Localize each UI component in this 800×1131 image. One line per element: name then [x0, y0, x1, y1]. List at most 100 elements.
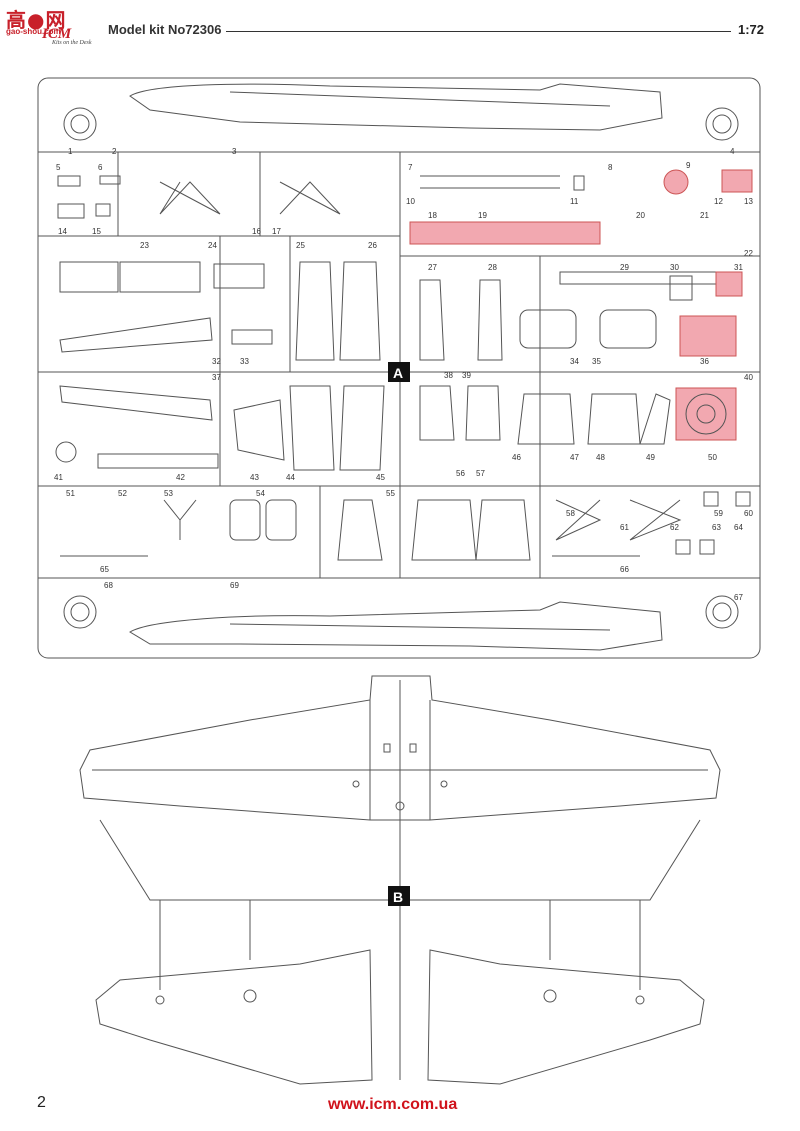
canopy-frame [411, 499, 477, 561]
page-number: 2 [37, 1094, 46, 1111]
part-number-34: 34 [570, 357, 579, 366]
part-number-35: 35 [592, 357, 601, 366]
part-number-15: 15 [92, 227, 101, 236]
part-number-68: 68 [104, 581, 113, 590]
tail-fin [295, 261, 335, 361]
part-number-54: 54 [256, 489, 265, 498]
part-number-66: 66 [620, 565, 629, 574]
flap-part [59, 261, 119, 293]
part-number-60: 60 [744, 509, 753, 518]
canopy-frame [639, 393, 671, 445]
part-number-19: 19 [478, 211, 487, 220]
part-number-30: 30 [670, 263, 679, 272]
part-number-10: 10 [406, 197, 415, 206]
highlight-part-50 [675, 387, 737, 441]
part-number-65: 65 [100, 565, 109, 574]
part-number-25: 25 [296, 241, 305, 250]
part-number-23: 23 [140, 241, 149, 250]
part-number-9: 9 [686, 161, 691, 170]
part-number-55: 55 [386, 489, 395, 498]
lower-wing [95, 949, 373, 1085]
highlight-part-13 [721, 169, 753, 193]
part-number-69: 69 [230, 581, 239, 590]
part-number-47: 47 [570, 453, 579, 462]
wheel-disc [63, 595, 97, 629]
part-number-53: 53 [164, 489, 173, 498]
part-number-13: 13 [744, 197, 753, 206]
part-number-2: 2 [112, 147, 117, 156]
page-header: 高●网 gao-shou.com ICM Kits on the Desk Mo… [0, 0, 800, 50]
part-number-46: 46 [512, 453, 521, 462]
wheel-disc [63, 107, 97, 141]
part-number-64: 64 [734, 523, 743, 532]
part-number-8: 8 [608, 163, 613, 172]
part-number-41: 41 [54, 473, 63, 482]
logo-site-text: gao-shou.com [6, 27, 61, 36]
scale-label: 1:72 [738, 22, 765, 37]
part-number-21: 21 [700, 211, 709, 220]
part-number-63: 63 [712, 523, 721, 532]
part-number-67: 67 [734, 593, 743, 602]
part-number-5: 5 [56, 163, 61, 172]
part-number-16: 16 [252, 227, 261, 236]
kit-title: Model kit No72306 [108, 22, 222, 37]
part-number-43: 43 [250, 473, 259, 482]
part-number-4: 4 [730, 147, 735, 156]
canopy-frame [475, 499, 531, 561]
header-rule [226, 31, 731, 32]
canopy-frame [587, 393, 641, 445]
part-number-31: 31 [734, 263, 743, 272]
part-number-42: 42 [176, 473, 185, 482]
part-number-36: 36 [700, 357, 709, 366]
logo-tagline: Kits on the Desk [52, 40, 92, 46]
part-number-52: 52 [118, 489, 127, 498]
part-number-57: 57 [476, 469, 485, 478]
part-number-45: 45 [376, 473, 385, 482]
part-number-32: 32 [212, 357, 221, 366]
part-number-11: 11 [570, 197, 579, 206]
part-number-1: 1 [68, 147, 73, 156]
part-number-3: 3 [232, 147, 237, 156]
flap-part [119, 261, 201, 293]
part-number-33: 33 [240, 357, 249, 366]
part-number-12: 12 [714, 197, 723, 206]
part-number-14: 14 [58, 227, 67, 236]
part-number-40: 40 [744, 373, 753, 382]
part-number-48: 48 [596, 453, 605, 462]
lower-wing [427, 949, 705, 1085]
part-number-29: 29 [620, 263, 629, 272]
highlight-part-31 [715, 271, 743, 297]
icm-logo: 高●网 gao-shou.com ICM Kits on the Desk [6, 4, 102, 48]
part-number-24: 24 [208, 241, 217, 250]
highlight-part-18-19 [409, 221, 601, 245]
part-number-62: 62 [670, 523, 679, 532]
part-number-39: 39 [462, 371, 471, 380]
part-number-26: 26 [368, 241, 377, 250]
part-number-59: 59 [714, 509, 723, 518]
part-number-28: 28 [488, 263, 497, 272]
part-number-37: 37 [212, 373, 221, 382]
canopy-frame [517, 393, 575, 445]
highlight-part-9 [663, 169, 689, 195]
part-number-51: 51 [66, 489, 75, 498]
part-number-50: 50 [708, 453, 717, 462]
part-number-18: 18 [428, 211, 437, 220]
highlight-part-36 [679, 315, 737, 357]
part-number-61: 61 [620, 523, 629, 532]
wheel-disc [705, 107, 739, 141]
website-url: www.icm.com.ua [328, 1096, 458, 1113]
upper-wing [79, 675, 721, 821]
part-number-56: 56 [456, 469, 465, 478]
part-number-20: 20 [636, 211, 645, 220]
part-number-38: 38 [444, 371, 453, 380]
part-number-22: 22 [744, 249, 753, 258]
logo-chinese-text: 高●网 [6, 8, 67, 32]
fuselage-half-upper [129, 83, 663, 131]
part-number-7: 7 [408, 163, 413, 172]
wheel-disc [705, 595, 739, 629]
tail-fin [339, 261, 381, 361]
part-number-6: 6 [98, 163, 103, 172]
part-number-58: 58 [566, 509, 575, 518]
